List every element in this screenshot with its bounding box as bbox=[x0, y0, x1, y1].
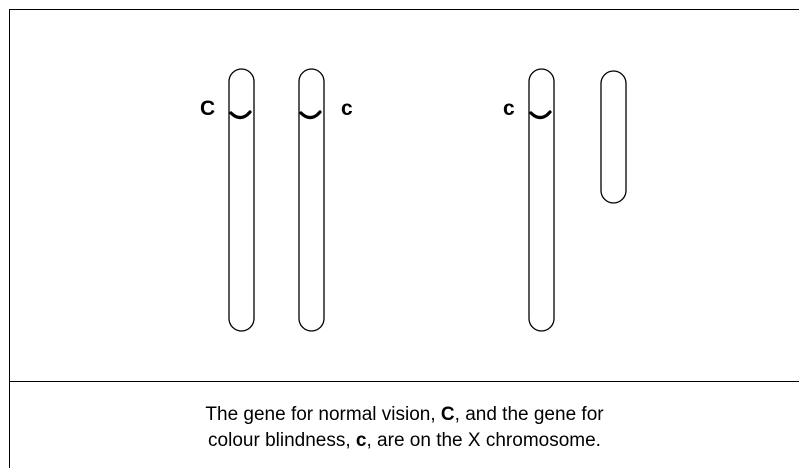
caption-gene-C: C bbox=[441, 404, 455, 425]
female-x-chromosome-2 bbox=[299, 69, 324, 331]
chromosome-diagram-area: C c c bbox=[10, 10, 799, 382]
female-x-chromosome-1 bbox=[229, 69, 254, 331]
gene-locus-mark-2 bbox=[301, 112, 320, 118]
caption-gene-c: c bbox=[356, 430, 367, 451]
caption-line-1: The gene for normal vision, C, and the g… bbox=[10, 402, 799, 428]
male-x-chromosome bbox=[529, 69, 554, 331]
male-y-chromosome bbox=[601, 71, 626, 203]
gene-locus-mark-3 bbox=[531, 112, 550, 118]
figure-frame: C c c The gene for normal vision, C, and… bbox=[9, 9, 799, 468]
chromosome-diagram: C c c bbox=[10, 10, 799, 382]
gene-label-c-male: c bbox=[503, 97, 515, 120]
gene-label-c-female: c bbox=[341, 97, 353, 120]
gene-label-C: C bbox=[200, 97, 215, 120]
gene-locus-mark-1 bbox=[231, 112, 250, 118]
figure-caption: The gene for normal vision, C, and the g… bbox=[10, 382, 799, 454]
caption-line-2: colour blindness, c, are on the X chromo… bbox=[10, 428, 799, 454]
